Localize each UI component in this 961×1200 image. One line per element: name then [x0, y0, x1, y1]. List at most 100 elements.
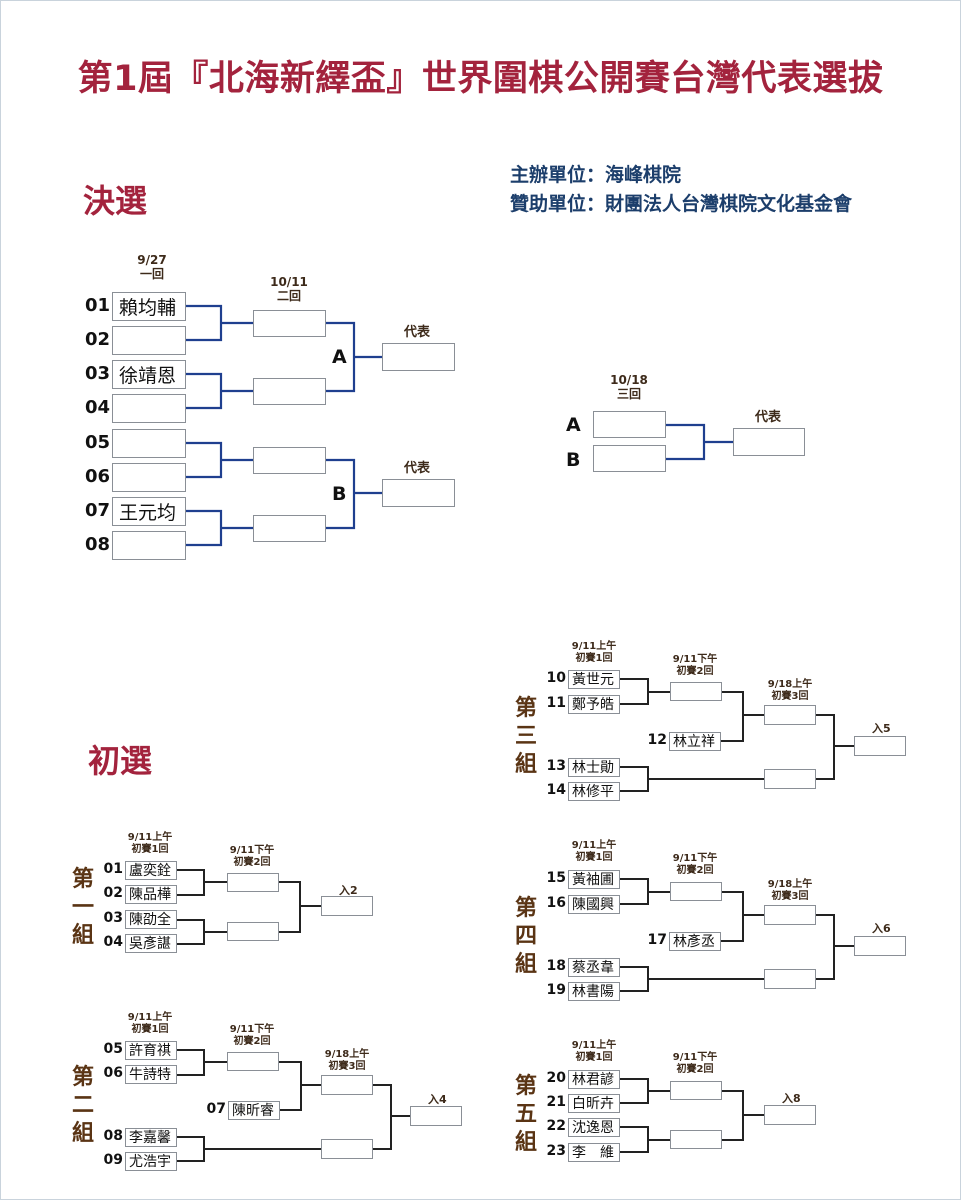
player-number: 11	[546, 695, 566, 711]
bracket-a-label: A	[332, 346, 347, 368]
final-slot-number: 03	[84, 363, 110, 384]
final-slot-box: 徐靖恩	[112, 360, 186, 389]
player-number: 03	[103, 910, 123, 926]
final-representative-box	[733, 428, 805, 456]
round2-box	[670, 1130, 722, 1149]
round3-a-box	[593, 411, 666, 438]
player-number: 14	[546, 782, 566, 798]
round2-box	[670, 682, 722, 701]
player-number: 20	[546, 1070, 566, 1086]
player-box: 沈逸恩	[568, 1118, 620, 1137]
player-box: 陳品樺	[125, 885, 177, 904]
player-number: 04	[103, 934, 123, 950]
finals-heading: 決選	[83, 182, 148, 220]
player-number: 08	[103, 1128, 123, 1144]
round3-box	[321, 1139, 373, 1159]
player-box: 黃袖圃	[568, 870, 620, 889]
final-slot-box	[112, 463, 186, 492]
final-slot-number: 07	[84, 500, 110, 521]
player-number: 22	[546, 1118, 566, 1134]
representative-b-box	[382, 479, 455, 507]
round2-box	[227, 873, 279, 892]
finals-lines	[186, 304, 733, 547]
group-3-label: 第三組	[514, 696, 537, 777]
final-slot-box	[112, 394, 186, 423]
group-3-round3-label: 9/18上午初賽3回	[767, 679, 813, 702]
player-number: 13	[546, 758, 566, 774]
group-3-round1-label: 9/11上午初賽1回	[571, 641, 617, 664]
advance-label: 入6	[872, 922, 891, 935]
final-slot-box: 賴均輔	[112, 292, 186, 321]
player-box: 林彥丞	[669, 932, 721, 951]
final-slot-number: 02	[84, 329, 110, 350]
final-slot-number: 08	[84, 534, 110, 555]
group-2-round1-label: 9/11上午初賽1回	[127, 1012, 173, 1035]
group-4-round2-label: 9/11下午初賽2回	[672, 853, 718, 876]
player-box: 林立祥	[669, 732, 721, 751]
group-2-round3-label: 9/18上午初賽3回	[324, 1049, 370, 1072]
player-number: 19	[546, 982, 566, 998]
round3-a-label: A	[566, 414, 581, 436]
final-slot-box: 王元均	[112, 497, 186, 526]
player-number: 02	[103, 885, 123, 901]
organizer-text: 主辦單位：海峰棋院	[510, 164, 682, 186]
group-5-round1-label: 9/11上午初賽1回	[571, 1040, 617, 1063]
player-number: 12	[647, 732, 667, 748]
player-number: 23	[546, 1143, 566, 1159]
round2-box	[227, 1052, 279, 1071]
player-number: 21	[546, 1094, 566, 1110]
group-2-label: 第二組	[71, 1065, 94, 1146]
group-3-round2-label: 9/11下午初賽2回	[672, 654, 718, 677]
advance-label: 入8	[782, 1092, 801, 1105]
final-slot-number: 05	[84, 432, 110, 453]
bracket-b-label: B	[332, 483, 347, 505]
player-box: 林士勛	[568, 758, 620, 777]
advance-label: 入4	[428, 1093, 447, 1106]
player-number: 15	[546, 870, 566, 886]
final-slot-box	[112, 531, 186, 560]
round2-box	[670, 882, 722, 901]
player-box: 林修平	[568, 782, 620, 801]
round2-box	[670, 1081, 722, 1100]
player-box: 林君諺	[568, 1070, 620, 1089]
player-box: 盧奕銓	[125, 861, 177, 880]
round3-box	[321, 1075, 373, 1095]
player-box: 李 維	[568, 1143, 620, 1162]
final-slot-box	[112, 326, 186, 355]
round3-box	[764, 705, 816, 725]
player-number: 16	[546, 895, 566, 911]
final-r2-box	[253, 447, 326, 474]
player-number: 18	[546, 958, 566, 974]
player-box: 吳彥諶	[125, 934, 177, 953]
group-2-round2-label: 9/11下午初賽2回	[229, 1024, 275, 1047]
page-title: 第1屆『北海新繹盃』世界圍棋公開賽台灣代表選拔	[77, 59, 884, 99]
group-1-label: 第一組	[71, 867, 94, 948]
final-slot-number: 06	[84, 466, 110, 487]
prelims-heading: 初選	[88, 742, 153, 780]
player-box: 蔡丞韋	[568, 958, 620, 977]
prelim-lines	[177, 678, 854, 1162]
representative-label: 代表	[404, 461, 431, 476]
player-number: 06	[103, 1065, 123, 1081]
group-5-round2-label: 9/11下午初賽2回	[672, 1052, 718, 1075]
group-4-round1-label: 9/11上午初賽1回	[571, 840, 617, 863]
player-number: 07	[206, 1101, 226, 1117]
advance-label: 入2	[339, 884, 358, 897]
round3-box	[764, 769, 816, 789]
advance-box	[321, 896, 373, 916]
representative-a-box	[382, 343, 455, 371]
group-5-label: 第五組	[514, 1074, 537, 1155]
player-box: 陳昕睿	[228, 1101, 280, 1120]
group-1-round2-label: 9/11下午初賽2回	[229, 845, 275, 868]
final-slot-box	[112, 429, 186, 458]
round3-b-box	[593, 445, 666, 472]
round2-box	[227, 922, 279, 941]
player-number: 10	[546, 670, 566, 686]
player-box: 許育祺	[125, 1041, 177, 1060]
group-1-round1-label: 9/11上午初賽1回	[127, 832, 173, 855]
round3-box	[764, 969, 816, 989]
